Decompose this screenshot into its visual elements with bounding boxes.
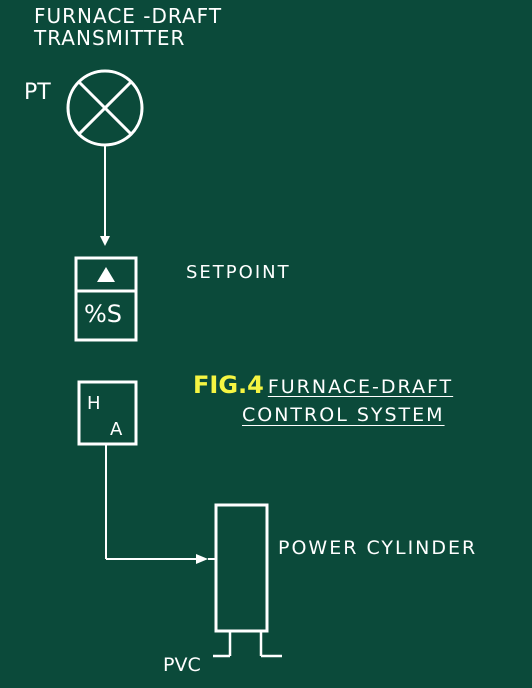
setpoint-up-arrow-icon	[97, 267, 115, 282]
transmitter-title-line2: TRANSMITTER	[34, 26, 186, 50]
hand-auto-station-box	[77, 380, 138, 446]
auto-letter: A	[110, 419, 123, 440]
setpoint-station-box	[74, 256, 138, 342]
pt-tag-label: PT	[24, 80, 51, 105]
transmitter-title-line1: FURNACE -DRAFT	[34, 4, 223, 28]
pressure-transmitter-symbol	[66, 69, 144, 147]
signal-line-transmitter-to-setpoint	[100, 145, 110, 246]
hand-letter: H	[87, 393, 101, 414]
percent-s-display: %S	[84, 300, 123, 328]
figure-caption-line2: CONTROL SYSTEM	[242, 404, 445, 426]
figure-number: FIG.4	[193, 371, 264, 399]
setpoint-label: SETPOINT	[186, 262, 291, 283]
signal-line-to-power-cylinder	[105, 444, 216, 564]
pvc-label: PVC	[163, 654, 201, 676]
figure-caption-line1: FURNACE-DRAFT	[267, 376, 454, 398]
power-cylinder-symbol	[213, 503, 282, 658]
power-cylinder-label: POWER CYLINDER	[278, 537, 478, 559]
